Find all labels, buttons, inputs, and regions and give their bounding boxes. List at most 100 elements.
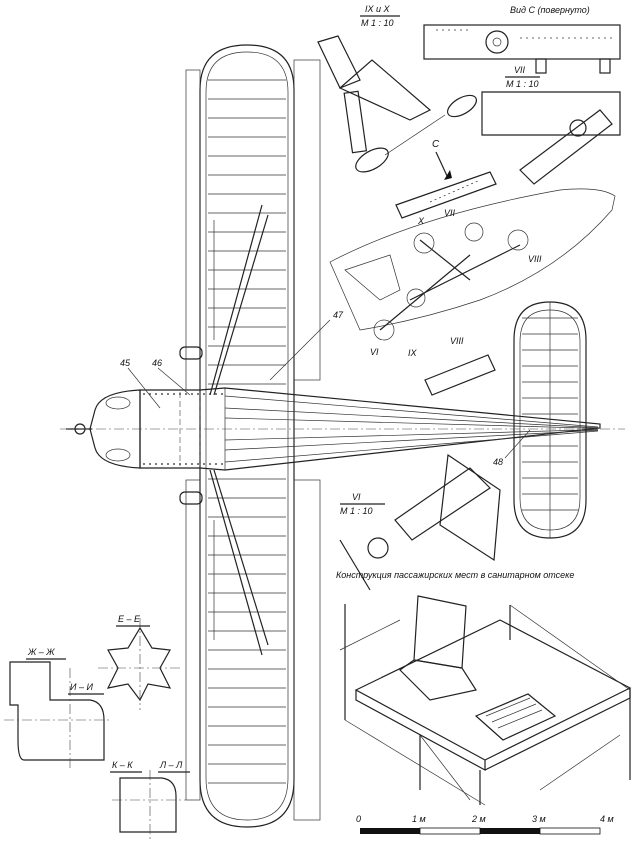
section-i-label: И – И	[70, 682, 93, 692]
detail-circle-ix	[406, 288, 426, 308]
rivet	[167, 463, 169, 465]
strut	[209, 469, 263, 656]
rivet	[191, 393, 193, 395]
view-c-bolt	[492, 37, 502, 47]
detail-ix-x-scale: М 1 : 10	[361, 18, 394, 28]
rivet	[221, 463, 223, 465]
rivet	[185, 393, 187, 395]
detail-ix-x-drawing	[317, 35, 478, 173]
rivet	[203, 463, 205, 465]
callout-ix: IX	[408, 348, 418, 358]
rivet	[143, 463, 145, 465]
rivet	[209, 393, 211, 395]
wing-inner-outline	[205, 51, 289, 821]
detail-link	[317, 35, 361, 89]
view-c-title: Вид С (повернуто)	[510, 5, 590, 15]
view-c-lug	[535, 58, 547, 74]
fuselage-side-view	[329, 188, 616, 341]
rivet	[179, 393, 181, 395]
rivet	[215, 393, 217, 395]
flap-upper	[293, 59, 321, 381]
detail-vii-spar	[481, 91, 621, 136]
floor-hatch	[474, 693, 557, 741]
fuselage-stringer	[224, 407, 599, 429]
cabin-brace	[419, 734, 471, 801]
detail-vi-plate	[439, 453, 501, 562]
wing-plan-view	[185, 44, 321, 828]
detail-tube	[343, 90, 368, 154]
section-zh-label: Ж – Ж	[27, 647, 55, 657]
side-strut	[419, 239, 471, 281]
leader-46	[157, 367, 191, 396]
leader-45	[127, 367, 161, 409]
detail-circle-x	[413, 232, 435, 254]
detail-vii-thread	[429, 179, 481, 203]
detail-vi-bushing	[367, 537, 389, 559]
fuselage-stringer	[224, 429, 599, 441]
seat-back	[413, 595, 467, 669]
scale-tick-3: 3 м	[532, 814, 546, 824]
section-e-profile	[106, 626, 172, 702]
view-c-bracket	[423, 24, 621, 60]
fuselage-plan-view	[60, 387, 625, 471]
leader-48	[504, 429, 531, 459]
strut	[213, 214, 269, 396]
rivet	[173, 463, 175, 465]
wing-outline	[199, 44, 295, 828]
detail-vii-scale: М 1 : 10	[506, 79, 539, 89]
scale-segment	[360, 828, 420, 834]
cabin-seat-drawing	[339, 595, 632, 806]
flap-lower	[293, 479, 321, 821]
landing-wheel-upper	[179, 346, 203, 360]
rivet	[209, 463, 211, 465]
rivet	[221, 393, 223, 395]
rivet	[191, 463, 193, 465]
side-strut	[409, 244, 521, 301]
aileron-left-lower	[185, 479, 201, 801]
rivet	[149, 463, 151, 465]
hatch-slat	[485, 697, 531, 717]
view-c-drawing	[423, 24, 621, 74]
scale-segment	[480, 828, 540, 834]
wing-struts	[209, 204, 269, 656]
callout-viii-right: VIII	[528, 254, 542, 264]
detail-vi-drawing	[339, 354, 501, 591]
fuselage-outline	[139, 387, 601, 471]
detail-vii-strut	[395, 171, 497, 219]
rivet	[215, 463, 217, 465]
strut	[209, 204, 263, 396]
rivet	[197, 463, 199, 465]
detail-vi-small-fitting	[424, 354, 496, 396]
detail-vi-scale: М 1 : 10	[340, 506, 373, 516]
landing-wheel-lower	[179, 491, 203, 505]
rivet	[197, 393, 199, 395]
detail-vii-bolt	[569, 119, 587, 137]
view-c-lug	[599, 58, 611, 74]
scale-segment	[419, 827, 481, 835]
detail-link	[338, 59, 432, 121]
callout-vii: VII	[444, 208, 456, 218]
cabin-floor	[354, 619, 632, 761]
view-c-bushing	[485, 30, 509, 54]
scale-segment	[539, 827, 601, 835]
rivet-rows	[143, 393, 223, 465]
scale-tick-1: 1 м	[412, 814, 426, 824]
detail-vii-drawing	[395, 91, 621, 219]
callout-viii-lower: VIII	[450, 336, 464, 346]
detail-circle-viii	[507, 229, 529, 251]
rivet	[167, 393, 169, 395]
strut	[213, 469, 269, 646]
seat-cushion	[399, 659, 477, 701]
leader-lines	[127, 319, 531, 459]
scale-tick-2: 2 м	[471, 814, 486, 824]
hatch-slat	[491, 703, 537, 723]
section-drawings	[4, 618, 186, 840]
section-i-profile	[9, 661, 105, 761]
detail-eye	[355, 147, 389, 173]
rivet	[143, 393, 145, 395]
cylinder-head	[105, 448, 131, 462]
part-47: 47	[333, 310, 344, 320]
detail-bolt-line	[384, 114, 446, 156]
tailplane-outline	[513, 301, 587, 539]
